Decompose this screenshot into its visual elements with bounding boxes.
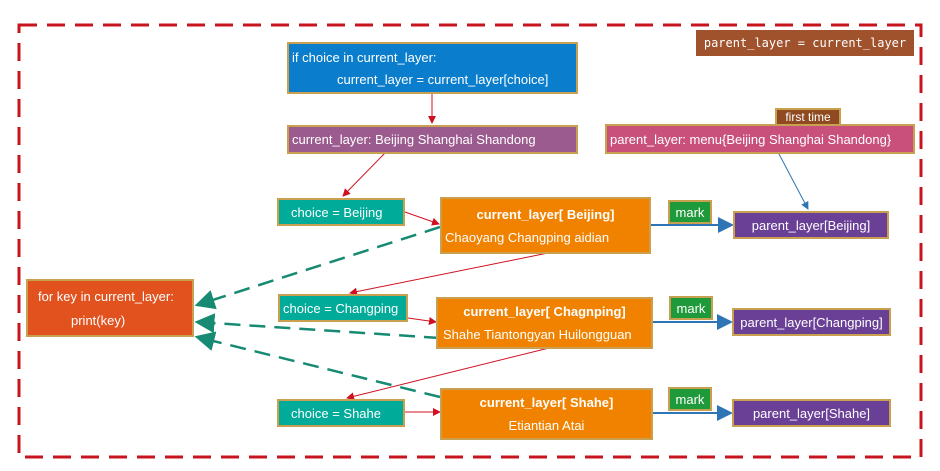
mark-text: mark	[676, 300, 706, 316]
print-line-1: for key in current_layer:	[38, 288, 174, 304]
layer-title: current_layer[ Beijing]	[476, 206, 615, 222]
blue-arrows	[651, 153, 809, 421]
layer-items: Shahe Tiantongyan Huilongguan	[443, 327, 632, 342]
note-box: parent_layer = current_layer	[696, 30, 914, 56]
code-line-2: current_layer = current_layer[choice]	[337, 71, 549, 87]
parent-box: parent_layer[Beijing]	[733, 211, 889, 239]
first-time-text: first time	[785, 110, 831, 124]
parent-layer-text: parent_layer: menu{Beijing Shanghai Shan…	[610, 131, 892, 147]
choice-box: choice = Changping	[278, 294, 408, 322]
parent-box: parent_layer[Changping]	[732, 308, 891, 336]
parent-text: parent_layer[Shahe]	[752, 405, 871, 421]
layer-items: Chaoyang Changping aidian	[445, 229, 610, 245]
mark-label: mark	[668, 387, 712, 411]
mark-text: mark	[675, 391, 705, 407]
layer-title: current_layer[ Chagnping]	[463, 304, 626, 319]
choice-box: choice = Shahe	[277, 399, 405, 427]
parent-text: parent_layer[Changping]	[740, 314, 883, 330]
layer-title: current_layer[ Shahe]	[479, 395, 614, 410]
parent-layer-box: parent_layer: menu{Beijing Shanghai Shan…	[605, 124, 915, 154]
choice-text: choice = Changping	[283, 300, 399, 316]
code-line-1: if choice in current_layer:	[292, 49, 437, 65]
layer-box: current_layer[ Chagnping] Shahe Tiantong…	[436, 297, 653, 349]
current-layer-text: current_layer: Beijing Shanghai Shandong	[292, 132, 536, 147]
note-text: parent_layer = current_layer	[703, 36, 907, 50]
mark-label: mark	[668, 200, 712, 224]
mark-text: mark	[675, 204, 705, 220]
choice-box: choice = Beijing	[277, 198, 405, 226]
parent-box: parent_layer[Shahe]	[732, 399, 891, 427]
mark-label: mark	[669, 296, 713, 320]
outer-frame	[17, 23, 923, 459]
print-box: for key in current_layer: print(key)	[26, 279, 194, 337]
code-box: if choice in current_layer: current_laye…	[287, 42, 578, 94]
layer-box: current_layer[ Beijing] Chaoyang Changpi…	[440, 197, 651, 254]
choice-text: choice = Shahe	[291, 405, 381, 421]
print-line-2: print(key)	[71, 312, 126, 328]
red-arrows	[342, 93, 550, 416]
choice-text: choice = Beijing	[291, 204, 383, 220]
layer-box: current_layer[ Shahe] Etiantian Atai	[440, 388, 653, 440]
current-layer-box: current_layer: Beijing Shanghai Shandong	[287, 125, 578, 154]
green-dashed-arrows	[194, 225, 441, 399]
parent-text: parent_layer[Beijing]	[751, 217, 871, 233]
layer-items: Etiantian Atai	[508, 418, 585, 433]
